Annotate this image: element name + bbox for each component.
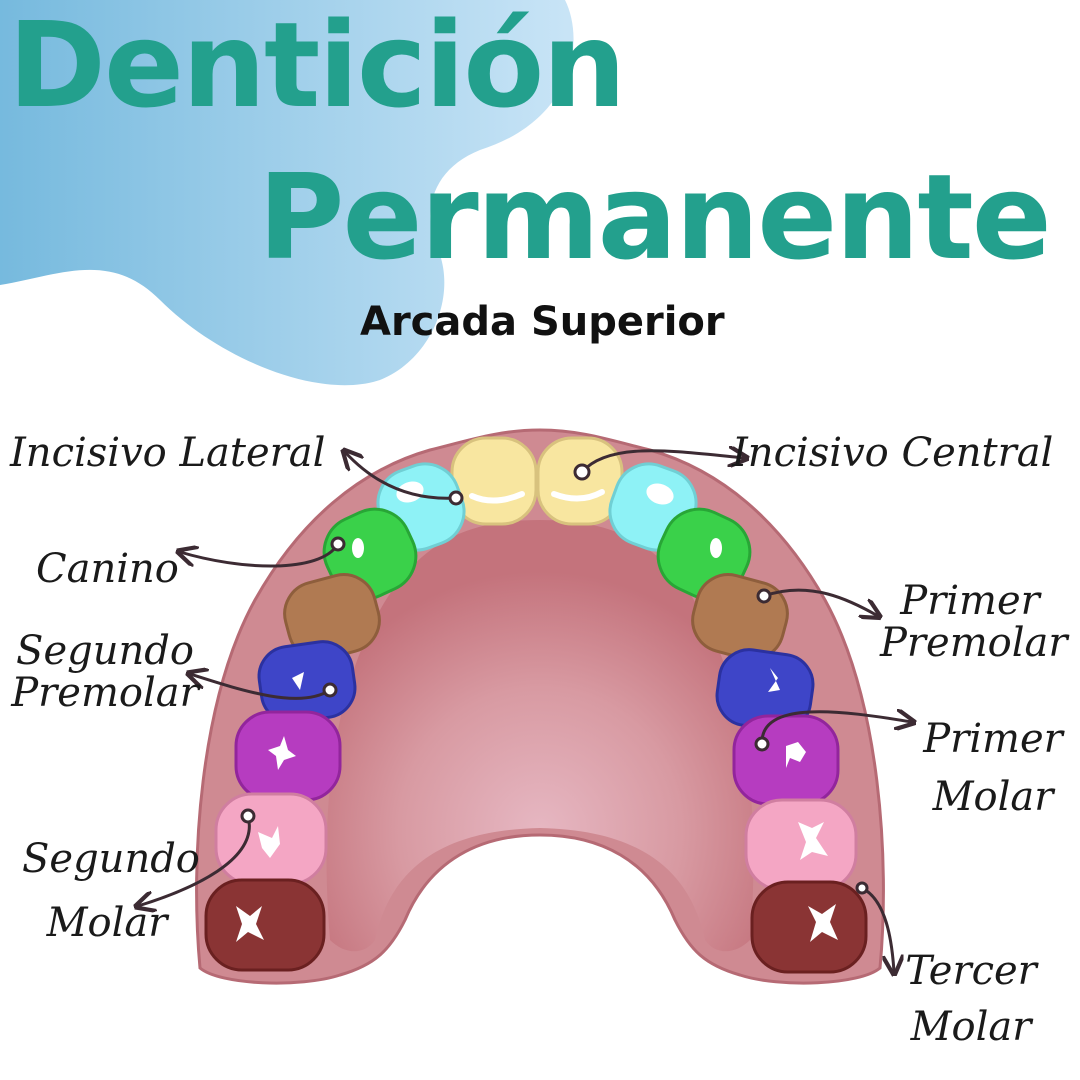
tooth-segundo-molar-right-fissure [798,822,828,860]
label-primer-molar-line1: Primer [923,716,1063,762]
tooth-canino-left-highlight [352,538,364,558]
label-primer-premolar-line2: Premolar [880,620,1068,666]
page-subtitle: Arcada Superior [360,299,725,345]
pointer-incisivo-lateral [345,452,457,500]
pointer-dot-segundo-premolar [322,682,338,698]
tooth-incisivo-central-left-highlight [469,491,525,504]
tooth-tercer-molar-left [204,878,326,972]
pointer-tercer-molar [861,886,894,972]
tooth-incisivo-central-right-highlight [551,489,605,502]
pointer-dot-segundo-molar [240,808,256,824]
pointer-segundo-molar [138,815,251,906]
label-primer-premolar: Primer Premolar [880,578,1068,666]
pointer-dot-incisivo-lateral [448,490,464,506]
pointer-dot-canino [330,536,346,552]
label-segundo-molar-line1: Segundo [22,836,200,882]
tooth-primer-molar-right-fissure [786,742,806,768]
tooth-tercer-molar-right-fissure [808,904,838,942]
label-primer-molar: Primer Molar [918,718,1068,818]
page-title-line2: Permanente [258,148,1052,286]
pointer-incisivo-central [580,451,745,474]
label-segundo-molar-line2: Molar [46,900,168,946]
pointer-primer-molar [760,712,912,745]
label-segundo-premolar-line2: Premolar [11,670,199,716]
teeth-right [536,436,868,974]
pointer-dot-primer-premolar [756,588,772,604]
pointer-dot-incisivo-central [573,463,591,481]
label-incisivo-central: Incisivo Central [732,430,1054,476]
tooth-segundo-premolar-left-fissure [292,672,304,690]
tooth-canino-right-highlight [710,538,722,558]
tooth-segundo-premolar-right-fissure [768,668,780,692]
pointer-primer-premolar [763,588,878,616]
label-segundo-premolar-line1: Segundo [16,628,194,674]
page-title-line1: Dentición [8,0,626,134]
tooth-tercer-molar-right [750,880,868,974]
label-primer-molar-line2: Molar [932,774,1054,820]
tooth-segundo-molar-right [744,798,858,892]
label-tercer-molar-line1: Tercer [905,948,1037,994]
pointer-lines [138,451,912,972]
pointer-dot-primer-molar [754,736,770,752]
label-segundo-premolar: Segundo Premolar [10,630,200,714]
label-tercer-molar-line2: Molar [910,1004,1032,1050]
label-segundo-molar: Segundo Molar [22,836,200,946]
pointer-dot-tercer-molar [855,881,869,895]
tooth-incisivo-lateral-right-highlight [646,483,674,505]
label-primer-premolar-line1: Primer [900,578,1040,624]
label-tercer-molar: Tercer Molar [896,950,1046,1048]
label-canino: Canino [36,546,179,592]
palate [326,520,754,952]
tooth-segundo-molar-left-fissure [258,826,280,858]
pointer-canino [180,543,340,568]
pointer-segundo-premolar [190,674,331,700]
background-blob [0,0,574,386]
tooth-tercer-molar-left-fissure [236,906,264,942]
label-incisivo-lateral: Incisivo Lateral [10,430,326,476]
tooth-primer-molar-left-fissure [268,736,296,770]
